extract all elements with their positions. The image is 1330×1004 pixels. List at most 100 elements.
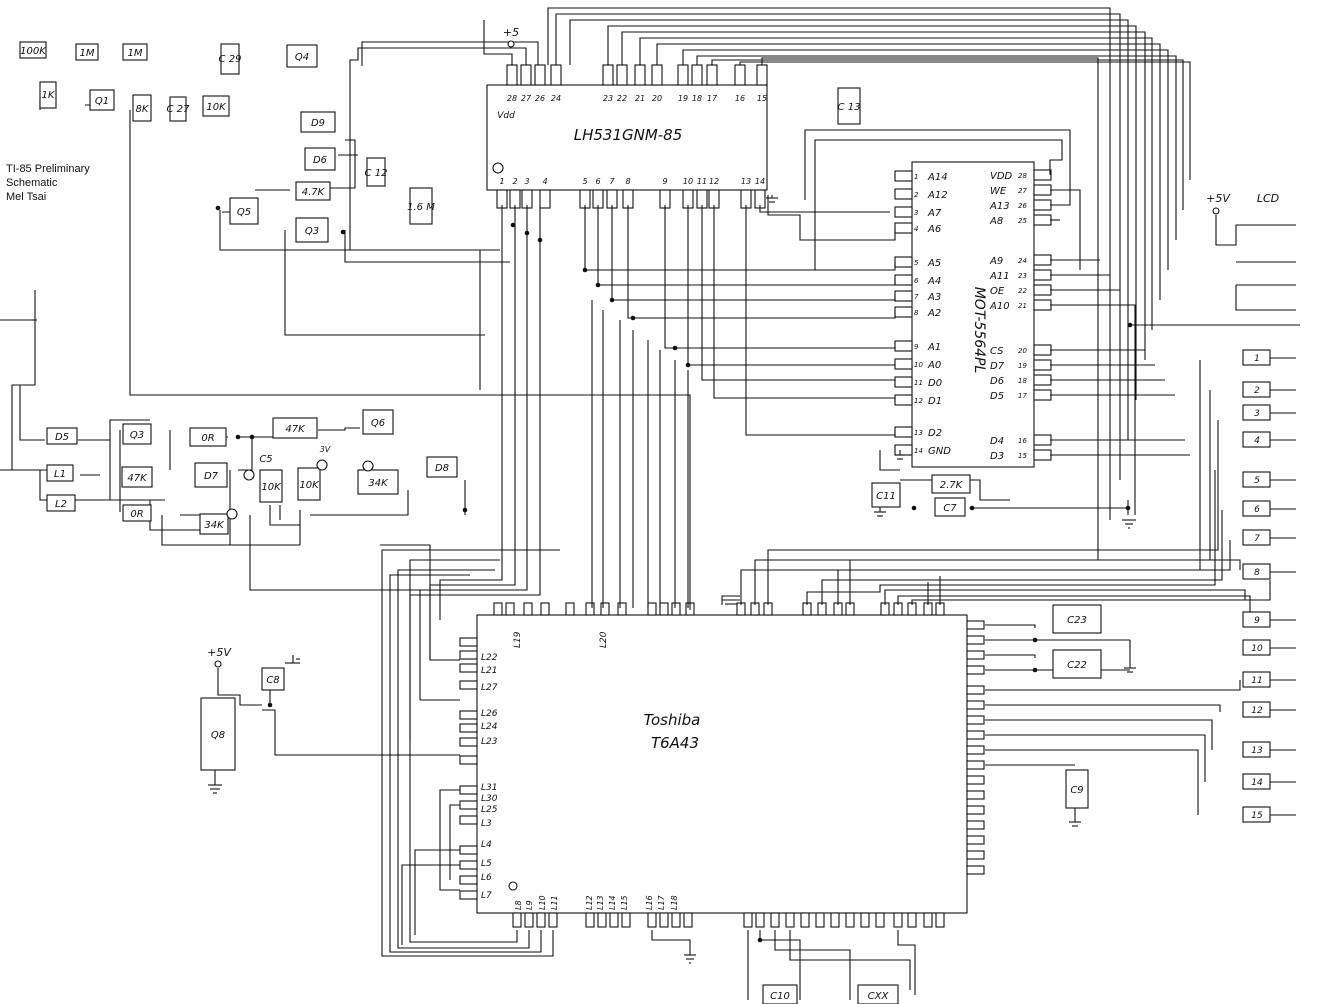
rom-top-pin-number: 24 [551, 94, 561, 103]
asic-left-pin [459, 875, 478, 885]
capacitor-c5-label: C5 [259, 454, 272, 465]
title-line-3: Mel Tsai [6, 191, 47, 203]
ram-left-pin [894, 256, 913, 268]
asic-bottom-pin [845, 912, 855, 928]
asic-left-pin-label: L24 [481, 722, 498, 732]
asic-bottom-pin-label: L9 [525, 900, 534, 910]
title-line-2: Schematic [6, 177, 58, 189]
asic-bottom-pin [524, 912, 534, 928]
rom-top-pin-number: 16 [735, 94, 745, 103]
ram-right-pin-number: 18 [1018, 377, 1027, 385]
inductor-l2-label: L2 [55, 499, 67, 510]
rom-top-pin-number: 23 [603, 94, 613, 103]
rom-bottom-pin-number: 7 [609, 177, 615, 186]
asic-left-pin [459, 755, 478, 765]
ram-left-pin-number: 2 [914, 191, 919, 199]
asic-top-pin [523, 602, 533, 616]
ram-left-pin [894, 306, 913, 318]
rom-top-pin-number: 27 [521, 94, 532, 103]
ram-right-pin-number: 22 [1018, 287, 1027, 295]
rom-top-pin [651, 64, 663, 86]
transistor-q1-label: Q1 [95, 96, 109, 107]
asic-left-pin [459, 663, 478, 673]
capacitor-c11-label: C11 [876, 491, 896, 502]
capacitor-c7-label: C7 [943, 503, 957, 514]
title-line-1: TI-85 Preliminary [6, 163, 90, 175]
asic-bottom-pin-label: L17 [657, 894, 666, 910]
ram-right-pin-number: 15 [1018, 452, 1027, 460]
ram-left-pin [894, 274, 913, 286]
rom-chip [486, 64, 768, 209]
connector-pin-number: 12 [1251, 706, 1263, 716]
asic-right-pin [966, 745, 985, 755]
ram-left-pin [894, 188, 913, 200]
lcd-label: LCD [1257, 192, 1279, 205]
ram-right-pin [1033, 434, 1052, 446]
ram-left-pin [894, 170, 913, 182]
ram-right-pin [1033, 389, 1052, 401]
asic-bottom-pin [907, 912, 917, 928]
ram-right-pin-name: D4 [990, 436, 1004, 447]
vcc-left-label: +5V [207, 646, 232, 659]
ram-right-pin-number: 24 [1018, 257, 1027, 265]
ram-left-pin-number: 12 [914, 397, 923, 405]
resistor-10k-b-label: 10K [299, 480, 320, 491]
asic-bottom-pin-label: L8 [514, 900, 523, 910]
resistor-10k-a-label: 10K [261, 482, 282, 493]
ram-left-pin-number: 3 [914, 209, 918, 217]
asic-right-pin [966, 650, 985, 660]
asic-right-pin [966, 790, 985, 800]
resistor-34k-b-label: 34K [368, 478, 389, 489]
ram-right-pin-number: 17 [1018, 392, 1027, 400]
ram-left-pin-name: A0 [927, 360, 941, 371]
connector-pin-number: 6 [1254, 505, 1260, 515]
capacitor-c29-label: C 29 [219, 54, 242, 65]
connector-pin-number: 13 [1251, 746, 1263, 756]
resistor-1m-a-label: 1M [80, 48, 95, 59]
rom-top-pin [634, 64, 646, 86]
asic-right-pin [966, 715, 985, 725]
ram-left-pin [894, 444, 913, 456]
asic-left-wires [262, 544, 460, 945]
resistor-1-6m-label: 1.6 M [407, 202, 435, 213]
asic-left-pin-label: L31 [481, 783, 497, 793]
ram-left-pin-name: A1 [927, 342, 941, 353]
rom-bottom-pin-number: 1 [499, 177, 504, 186]
asic-top-pin [647, 602, 657, 616]
connector-pin-number: 5 [1254, 476, 1260, 486]
ram-left-pin-name: D2 [928, 428, 942, 439]
ram-left-pin-name: A4 [927, 276, 941, 287]
rom-top-pin-number: 22 [617, 94, 627, 103]
capacitor-c27-label: C 27 [167, 104, 191, 115]
resistor-2-7k-label: 2.7K [940, 480, 964, 491]
resistor-34k-a-label: 34K [204, 520, 225, 531]
ram-left-pin-number: 1 [914, 173, 918, 181]
ram-right-pin-number: 21 [1018, 302, 1027, 310]
rom-bottom-pin-number: 3 [524, 177, 529, 186]
rom-bottom-pin [539, 189, 551, 209]
asic-right-pin [966, 865, 985, 875]
rom-bottom-pin-number: 6 [595, 177, 600, 186]
ram-right-pin-name: VDD [990, 171, 1013, 182]
transistor-q5-label: Q5 [237, 207, 251, 218]
asic-bottom-pin [512, 912, 522, 928]
inductor-l1-label: L1 [54, 469, 66, 480]
asic-right-pin [966, 635, 985, 645]
diode-d8-label: D8 [435, 463, 449, 474]
connector-pin-number: 15 [1251, 811, 1263, 821]
ram-right-pin [1033, 184, 1052, 196]
rom-top-pin-number: 20 [652, 94, 662, 103]
ground-symbols [722, 195, 905, 605]
top-bus-wires [349, 7, 1191, 560]
asic-bottom-pin [935, 912, 945, 928]
rom-bottom-pin-number: 11 [697, 177, 707, 186]
asic-right-pin [966, 820, 985, 830]
asic-bottom-pin [830, 912, 840, 928]
ram-right-pin-name: OE [990, 286, 1005, 297]
asic-right-pin [966, 760, 985, 770]
q8-section [208, 655, 300, 794]
capacitor-c23-label: C23 [1067, 615, 1087, 626]
ram-left-pin-name: D1 [928, 396, 942, 407]
asic-bottom-pin [923, 912, 933, 928]
asic-right-pin [966, 835, 985, 845]
